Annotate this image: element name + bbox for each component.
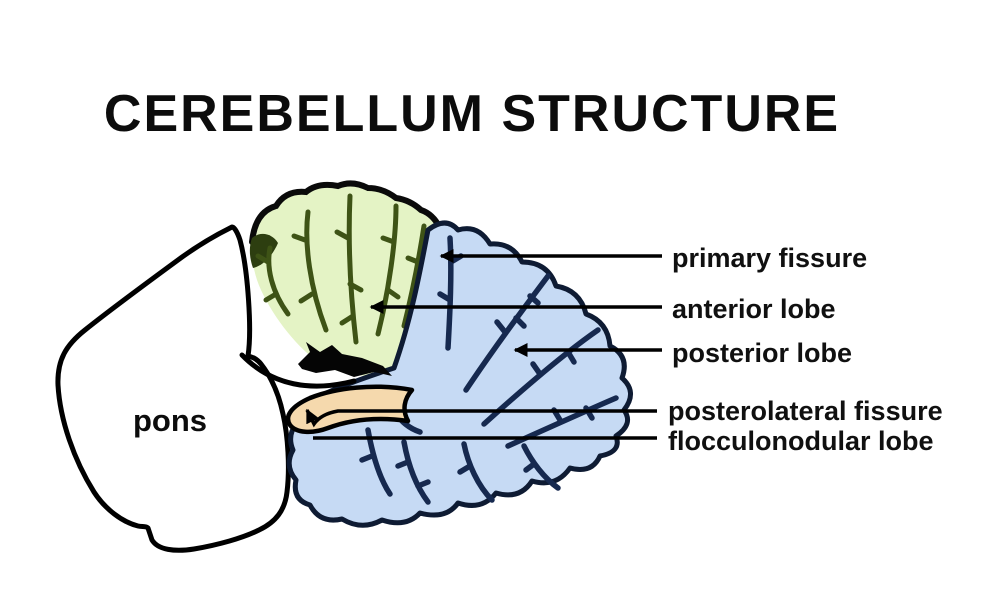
branch xyxy=(346,193,359,345)
branch xyxy=(347,281,364,293)
branch xyxy=(437,291,453,303)
anterior-lobe-branches xyxy=(255,193,427,345)
label-posterolateral-fissure: posterolateral fissure xyxy=(668,396,943,426)
branch xyxy=(365,427,393,497)
branch xyxy=(334,229,351,241)
branch xyxy=(494,319,508,335)
labels: primary fissure anterior lobe posterior … xyxy=(668,243,943,456)
branch xyxy=(513,315,527,329)
branch xyxy=(266,245,291,317)
label-primary-fissure: primary fissure xyxy=(672,243,867,273)
branch xyxy=(380,235,397,245)
branch xyxy=(521,443,561,491)
branch xyxy=(339,313,356,326)
branch xyxy=(291,233,308,243)
branch xyxy=(415,479,431,489)
leader-posterolateral-fissure xyxy=(305,408,657,428)
branch xyxy=(255,253,271,265)
branch xyxy=(523,461,537,473)
anterior-lobe-shadow xyxy=(249,233,278,268)
label-posterior-lobe: posterior lobe xyxy=(672,338,852,368)
branch xyxy=(463,273,551,393)
branch xyxy=(461,441,495,503)
branch xyxy=(565,349,577,365)
branch xyxy=(457,463,473,475)
branch xyxy=(395,459,411,469)
branch xyxy=(405,255,421,265)
pons-label: pons xyxy=(133,403,207,438)
anterior-lobe-outline xyxy=(249,180,443,245)
peduncle-blob xyxy=(298,342,392,377)
branch xyxy=(505,395,619,449)
branch xyxy=(304,209,329,333)
posterior-lobe-branches xyxy=(359,235,619,505)
branch xyxy=(530,361,543,377)
branch xyxy=(527,293,541,306)
branch xyxy=(359,453,375,463)
branch xyxy=(401,439,431,505)
leader-lines xyxy=(305,249,662,440)
branch xyxy=(298,291,315,304)
branch xyxy=(263,291,279,303)
label-flocculonodular-lobe: flocculonodular lobe xyxy=(668,426,934,456)
branch xyxy=(385,287,401,300)
branch xyxy=(375,203,399,337)
branch xyxy=(401,223,427,329)
label-anterior-lobe: anterior lobe xyxy=(672,294,836,324)
diagram-title: CEREBELLUM STRUCTURE xyxy=(104,85,840,143)
pons-shape xyxy=(55,224,291,553)
pons-beak-line xyxy=(239,352,357,389)
